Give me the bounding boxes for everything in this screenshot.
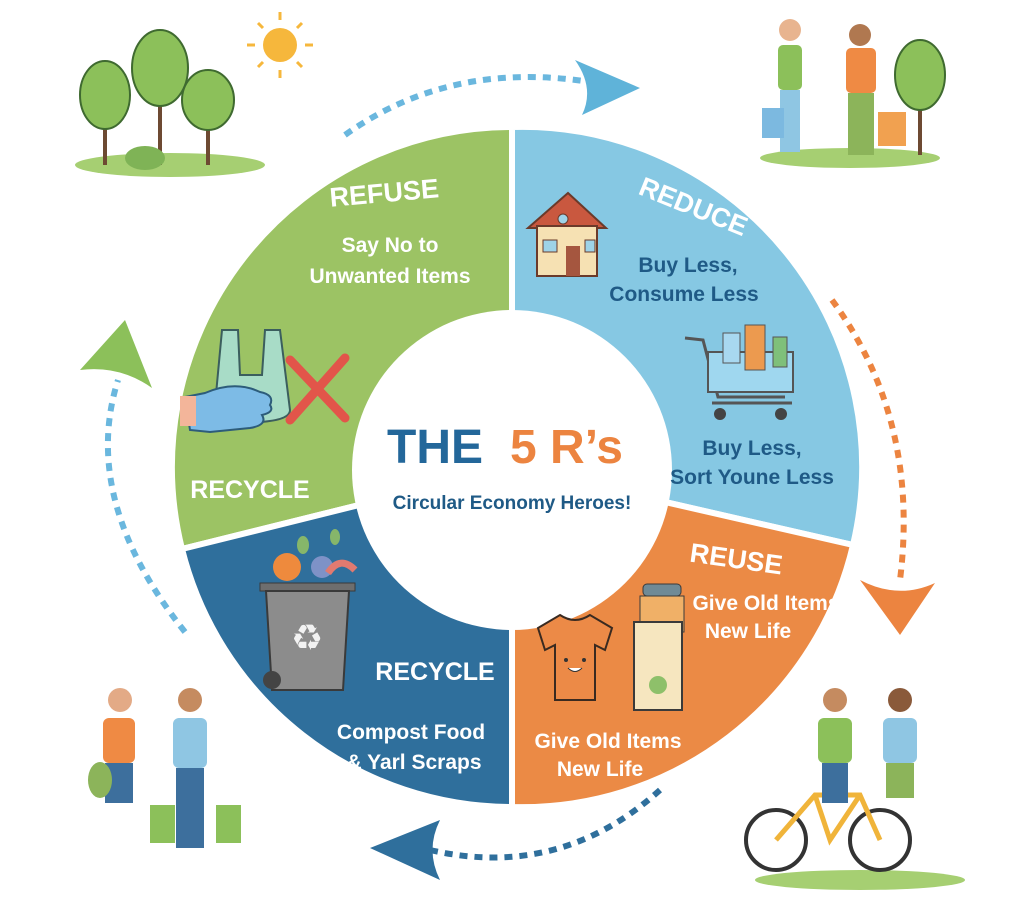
hub-circle [352, 310, 672, 630]
reuse-line3: Give Old Items [534, 730, 681, 753]
refuse-line1: Say No to [342, 234, 439, 257]
cycle-arrows [80, 60, 935, 880]
house-icon [525, 191, 609, 277]
hub-title-5rs: 5 R’s [510, 421, 623, 474]
plastic-bag-refuse-icon [180, 329, 350, 434]
dashed-arrow-bottom [429, 787, 663, 861]
trees-sun-illustration [75, 12, 313, 177]
tshirt-icon [536, 613, 614, 701]
cyclists-illustration [744, 688, 965, 890]
reduce-line4: Sort Youne Less [670, 466, 834, 489]
arrowhead-bottom-icon [370, 820, 440, 880]
arrowhead-right-icon [860, 580, 935, 635]
shoppers-illustration [760, 19, 946, 168]
hub-subtitle: Circular Economy Heroes! [393, 493, 632, 514]
reuse-line4: New Life [557, 758, 643, 781]
refuse-extra-label: RECYCLE [190, 476, 309, 504]
arrowhead-left-icon [80, 320, 152, 388]
jar-tote-bag-icon [633, 583, 685, 711]
refuse-line2: Unwanted Items [309, 265, 470, 288]
recycle-title: RECYCLE [375, 658, 494, 686]
compost-bin-icon: ♻ [259, 529, 358, 691]
reduce-line2: Consume Less [609, 283, 758, 306]
dashed-arrow-left [105, 379, 188, 634]
hub-title-the: THE [387, 421, 483, 474]
walkers-illustration [88, 688, 241, 848]
arrowhead-top-icon [575, 60, 640, 115]
reduce-line1: Buy Less, [638, 254, 737, 277]
dashed-arrow-top [343, 74, 591, 138]
cycle-wheel [169, 123, 866, 811]
recycle-symbol-icon: ♻ [291, 617, 323, 658]
reuse-line2: New Life [705, 620, 791, 643]
shopping-cart-icon [684, 324, 794, 420]
recycle-line2: & Yarl Scraps [346, 751, 481, 774]
reduce-line3: Buy Less, [702, 437, 801, 460]
recycle-line1: Compost Food [337, 721, 485, 744]
reuse-line1: Give Old Items [692, 592, 839, 615]
